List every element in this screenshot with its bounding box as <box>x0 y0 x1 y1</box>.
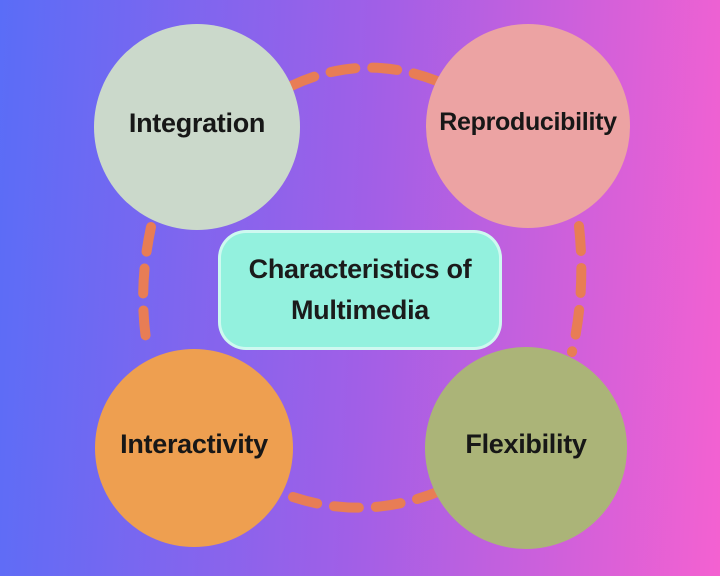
connector-bottom-dashed-line <box>288 486 445 513</box>
title-line-1: Characteristics of <box>248 254 472 284</box>
title-line-2: Multimedia <box>290 295 429 325</box>
connector-right-dashed-line <box>567 221 587 357</box>
connector-top-dashed-line <box>286 62 442 91</box>
circle-flexibility-label: Flexibility <box>465 428 587 459</box>
circle-interactivity: Interactivity <box>95 349 293 547</box>
circle-interactivity-label: Interactivity <box>120 428 268 459</box>
circle-integration-label: Integration <box>128 107 266 138</box>
circle-integration: Integration <box>94 24 300 230</box>
connector-left-dashed-line <box>138 222 156 356</box>
title-box: Characteristics of Multimedia <box>218 230 502 350</box>
circle-reproducibility: Reproducibility <box>426 24 630 228</box>
circle-flexibility: Flexibility <box>425 347 627 549</box>
circle-reproducibility-label: Reproducibility <box>439 107 617 136</box>
